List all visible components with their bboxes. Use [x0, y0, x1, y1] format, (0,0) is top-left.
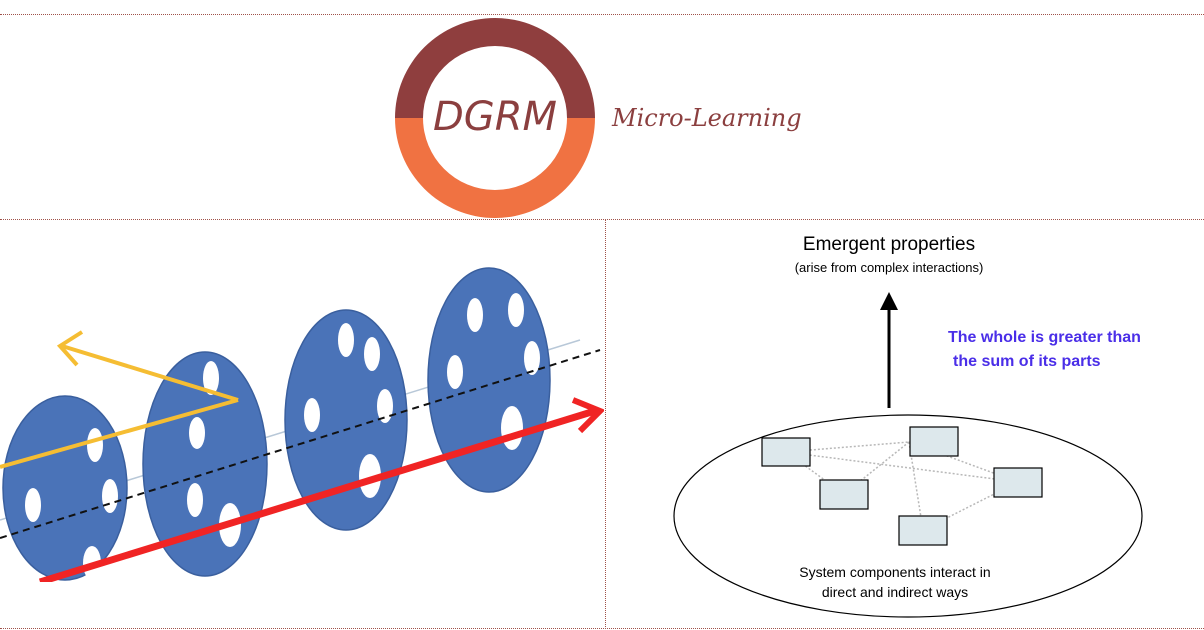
component-box: [993, 467, 1043, 498]
up-arrow: [880, 292, 898, 408]
dashed-axis: [0, 349, 601, 539]
red-arrow: [38, 397, 604, 582]
callout-line-2: the sum of its parts: [953, 353, 1101, 370]
logo-ring: [395, 18, 595, 218]
caption-line-1: System components interact in: [799, 564, 990, 580]
diagram-subtitle: (arise from complex interactions): [795, 260, 984, 275]
emergence-diagram: Emergent properties (arise from complex …: [673, 234, 1143, 618]
bottom-divider: [0, 628, 1204, 629]
logo-ring-top: [395, 18, 595, 118]
middle-divider: [0, 219, 1204, 220]
component-box: [819, 479, 869, 510]
discs-illustration: [0, 267, 604, 582]
top-divider: [0, 14, 1204, 15]
component-box: [898, 515, 948, 546]
logo-ring-bottom: [395, 118, 595, 218]
logo-text: DGRM: [433, 94, 557, 140]
panel-divider: [605, 219, 606, 629]
yellow-arrow: [0, 330, 239, 469]
disc-1: [2, 395, 128, 581]
component-box: [761, 437, 811, 467]
component-box: [909, 426, 959, 457]
diagram-title: Emergent properties: [803, 234, 975, 255]
caption-line-2: direct and indirect ways: [822, 584, 968, 600]
disc-3: [284, 309, 408, 531]
header-logo-area: DGRM Micro-Learning: [395, 18, 802, 218]
tagline: Micro-Learning: [611, 104, 802, 132]
callout-line-1: The whole is greater than: [948, 329, 1141, 346]
